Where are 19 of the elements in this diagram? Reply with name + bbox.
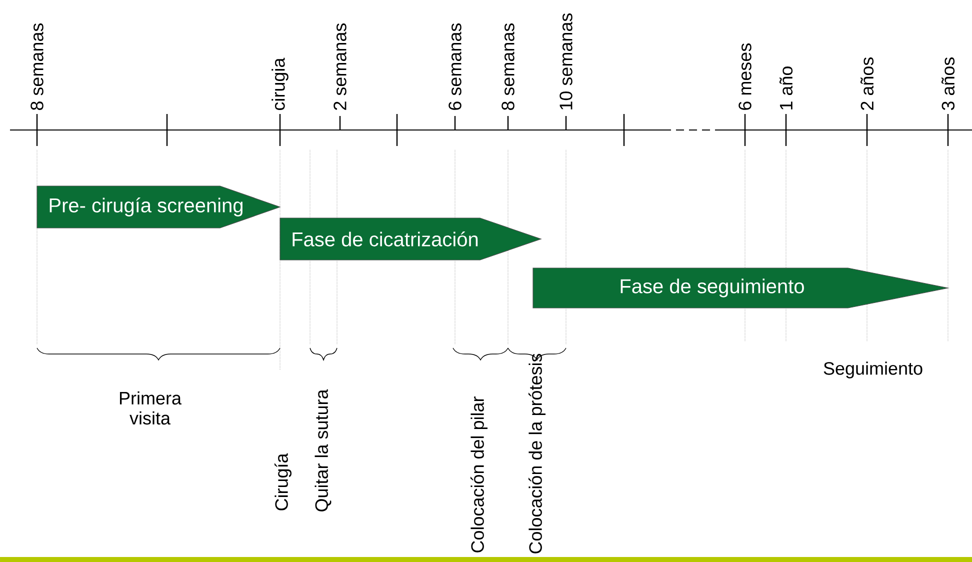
tick-label: 3 años (941, 57, 955, 110)
tick-label: 1 año (779, 66, 793, 110)
phase-bar: Pre- cirugía screening (36, 186, 281, 228)
tick-label: 8 semanas (502, 23, 514, 110)
event-label: Quitar la sutura (314, 389, 332, 512)
tick-label: 2 años (860, 57, 874, 110)
tick-label: cirugia (272, 58, 288, 110)
tick-label: 6 meses (738, 43, 752, 110)
brace-label: Seguimiento (824, 362, 922, 378)
event-label: Colocación de la prótesis (528, 354, 546, 554)
brace-label: Primera visita (120, 391, 182, 425)
tick-label: 8 semanas (30, 23, 44, 110)
tick-label: 6 semanas (448, 23, 462, 110)
phase-bar: Fase de cicatrización (280, 218, 542, 260)
event-label: Colocación del pilar (470, 396, 488, 552)
tick-label: 10 semanas (560, 13, 572, 110)
phase-bar: Fase de seguimiento (532, 268, 950, 308)
event-label: Cirugía (274, 453, 292, 510)
tick-label: 2 semanas (334, 23, 346, 110)
